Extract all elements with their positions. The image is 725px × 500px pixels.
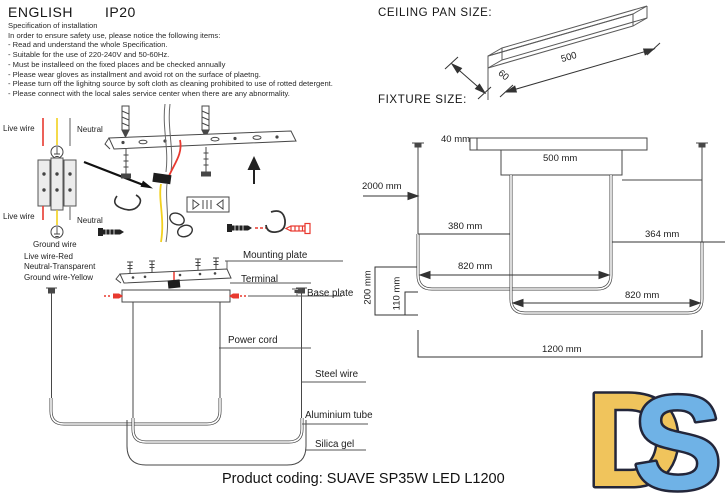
logo-letter-d: D [586, 366, 683, 500]
legend-ground: Ground wire-Yellow [24, 272, 94, 282]
dim-380mm: 380 mm [448, 221, 483, 232]
spec-item: - Please wear gloves as installment and … [8, 69, 261, 79]
screw-icon [127, 257, 219, 274]
red-screw-icon [104, 293, 123, 299]
hook-icon [113, 194, 142, 211]
logo-letter-s: S [633, 369, 722, 500]
screw-icon [201, 147, 211, 177]
chain-link [169, 212, 185, 226]
label-aluminium-tube: Aluminium tube [305, 410, 373, 421]
ceiling-pan-title: CEILING PAN SIZE: [378, 7, 493, 19]
spec-title: Specification of installation [8, 21, 98, 30]
red-screw-icon [284, 222, 311, 235]
spec-intro: In order to ensure safety use, please no… [8, 30, 221, 40]
header-ip-rating: IP20 [105, 4, 136, 20]
wire-color-legend: Live wire-Red Neutral-Transparent Ground… [24, 252, 95, 283]
dim-110mm: 110 mm [391, 276, 403, 311]
wiring-diagram [37, 118, 153, 239]
hook-icon [265, 210, 286, 234]
lower-tube [509, 175, 704, 315]
dim-820mm-upper: 820 mm [458, 261, 493, 272]
mounting-plate-drawing [108, 130, 297, 150]
brand-logo: D S [584, 364, 725, 500]
dim-820mm-lower: 820 mm [625, 290, 660, 301]
terminal-block [37, 157, 77, 211]
dim-arrowhead [504, 85, 518, 93]
label-base-plate: Base plate [307, 288, 354, 299]
screw-icon [98, 228, 124, 236]
red-screw-icon [229, 293, 248, 299]
fixture-size-diagram [363, 137, 725, 358]
base-plate-drawing [121, 289, 231, 303]
installation-diagram [98, 103, 311, 243]
terminal-connector [152, 172, 172, 185]
label-steel-wire: Steel wire [315, 369, 359, 380]
label-mounting-plate: Mounting plate [243, 250, 308, 261]
dim-1200mm: 1200 mm [542, 344, 582, 355]
legend-live: Live wire-Red [24, 252, 73, 261]
chain-link [177, 224, 193, 238]
steel-wire-screw-icon [46, 287, 57, 398]
screw-icon [227, 224, 252, 232]
spec-block: Specification of installation In order t… [8, 21, 333, 99]
label-live-wire-top: Live wire [3, 124, 35, 133]
ground-symbol-icon [50, 225, 64, 239]
spec-item: - Suitable for the use of 220-240V and 5… [8, 50, 170, 60]
pan-box [500, 149, 623, 176]
dim-364mm: 364 mm [645, 229, 680, 240]
label-live-wire-bottom: Live wire [3, 212, 35, 221]
label-power-cord: Power cord [228, 335, 278, 346]
wall-anchor-icon [201, 105, 210, 139]
steel-wire-screw-icon [296, 287, 307, 418]
ceiling-pan-profile [476, 137, 648, 151]
legend-neutral: Neutral-Transparent [24, 262, 96, 272]
label-silica-gel: Silica gel [315, 439, 355, 450]
header-language: ENGLISH [8, 4, 73, 20]
product-coding: Product coding: SUAVE SP35W LED L1200 [222, 471, 505, 487]
fixture-size-title: FIXTURE SIZE: [378, 94, 467, 106]
spec-item: - Please connect with the local sales se… [8, 88, 290, 98]
spec-item: - Must be installeed on the fixed places… [8, 59, 226, 69]
upper-tube [49, 398, 222, 426]
terminal-connector [167, 279, 181, 289]
ceiling-pan-drawing [444, 5, 661, 100]
upper-tube [416, 175, 613, 291]
label-leader-lines [219, 260, 368, 451]
label-neutral-bottom: Neutral [77, 216, 103, 225]
wall-anchor-icon [121, 105, 130, 139]
dim-40mm: 40 mm [441, 134, 471, 145]
pointer-arrow [83, 160, 147, 188]
label-ground-wire: Ground wire [33, 240, 77, 249]
mounting-plate-drawing [119, 268, 232, 284]
assembled-fixture-drawing [46, 257, 368, 466]
screw-icon [121, 149, 131, 179]
lower-tube [131, 418, 304, 444]
spec-item: - Read and understand the whole Specific… [8, 40, 168, 50]
label-terminal: Terminal [241, 274, 279, 285]
dim-2000mm: 2000 mm [362, 181, 402, 192]
cord-grip [186, 196, 230, 213]
silica-gel-sleeve [126, 420, 307, 466]
spec-item: - Please turn off the lighitng source by… [8, 79, 333, 89]
dim-500mm: 500 mm [543, 153, 578, 164]
label-neutral-top: Neutral [77, 125, 103, 134]
